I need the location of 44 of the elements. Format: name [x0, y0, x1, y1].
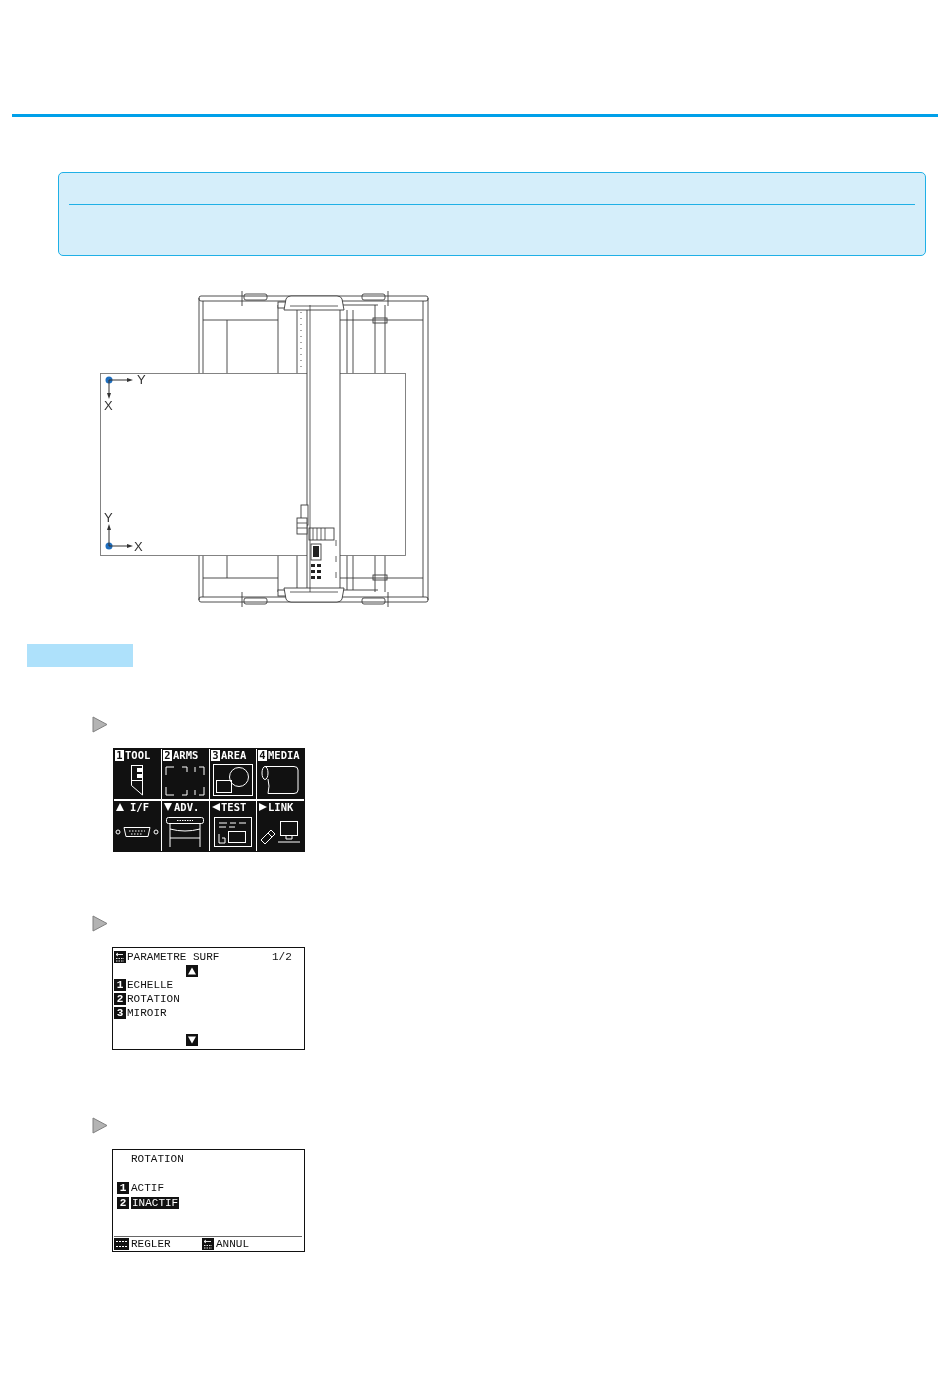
menu-label: LINK: [268, 801, 294, 813]
menu-label: ARMS: [173, 749, 199, 761]
menu-option: ACTIF: [131, 1182, 164, 1194]
menu-number: 2: [114, 993, 126, 1005]
heading-band: [27, 644, 133, 667]
axis-label: Y: [104, 512, 113, 524]
menu-number: 3: [114, 1007, 126, 1019]
menu-label: AREA: [221, 749, 247, 761]
axis-label: X: [134, 541, 143, 553]
menu-label: TOOL: [125, 749, 151, 761]
page-indicator: 1/2: [272, 951, 292, 963]
key-hint: REGLER: [131, 1238, 171, 1250]
menu-tile: [257, 749, 304, 799]
lcd-screen: [113, 748, 305, 852]
menu-tile: [210, 749, 256, 799]
menu-number: 2: [117, 1197, 129, 1209]
key-hint: ANNUL: [216, 1238, 249, 1250]
menu-tile: [114, 801, 161, 851]
menu-label: I/F: [130, 801, 149, 813]
menu-label: TEST: [221, 801, 247, 813]
menu-number: 1: [117, 1182, 129, 1194]
menu-item: ROTATION: [127, 993, 180, 1005]
menu-number: 1: [114, 979, 126, 991]
menu-tile: [257, 801, 304, 851]
lcd-screen: [112, 947, 305, 1050]
note-panel: [58, 172, 926, 256]
menu-number: 3: [211, 750, 220, 761]
lcd-screen: [112, 1149, 305, 1252]
menu-tile: [114, 749, 161, 799]
screen-title: ROTATION: [131, 1153, 184, 1165]
menu-label: MEDIA: [268, 749, 300, 761]
axis-label: X: [104, 400, 113, 412]
menu-number: 1: [115, 750, 124, 761]
menu-tile: [162, 749, 209, 799]
menu-label: ADV.: [174, 801, 200, 813]
menu-tile: [210, 801, 256, 851]
menu-item: MIROIR: [127, 1007, 167, 1019]
screen-title: PARAMETRE SURF: [127, 951, 220, 963]
menu-item: ECHELLE: [127, 979, 174, 991]
menu-number: 4: [258, 750, 267, 761]
menu-number: 2: [163, 750, 172, 761]
menu-tile: [162, 801, 209, 851]
axis-label: Y: [137, 374, 146, 386]
selected-option: INACTIF: [131, 1197, 180, 1209]
